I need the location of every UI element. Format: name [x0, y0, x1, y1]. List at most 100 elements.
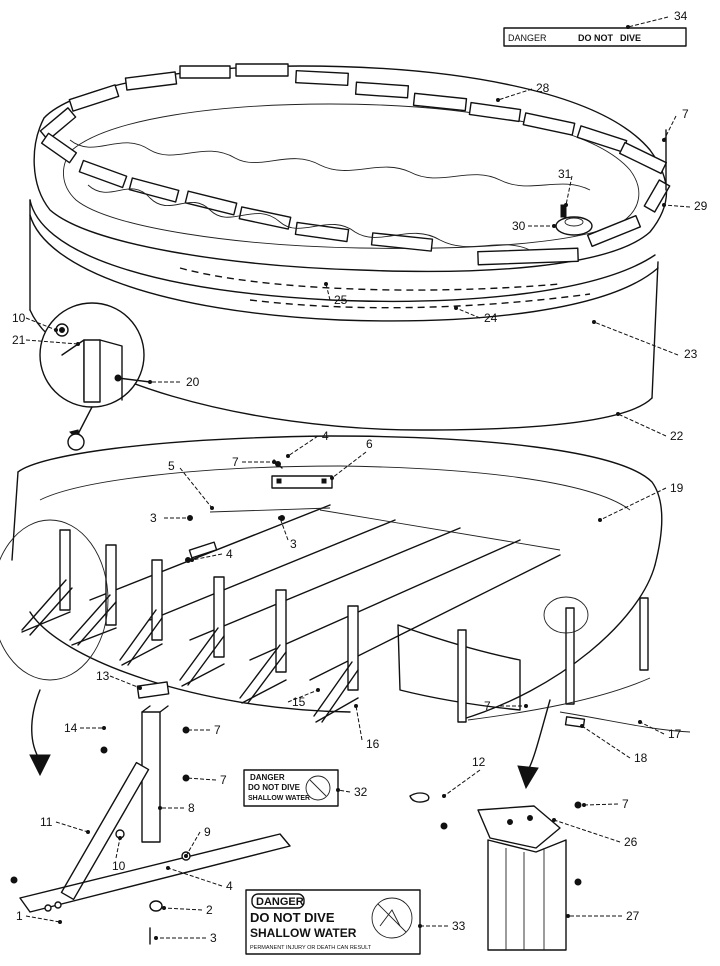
- leader-c13: [109, 675, 141, 689]
- wall-uprights: [397, 597, 691, 733]
- leader-c7f: [185, 777, 217, 781]
- callout-c32: 32: [354, 785, 368, 799]
- callout-c13: 13: [96, 669, 110, 683]
- leader-c10a: [25, 317, 57, 331]
- decal-large-line2: DO NOT DIVE: [250, 910, 335, 925]
- leader-tip-c20: [148, 380, 152, 384]
- decal-large-danger: DANGER: [256, 896, 304, 908]
- callout-c6: 6: [366, 437, 373, 451]
- callout-c30: 30: [512, 219, 526, 233]
- leader-tip-c30: [552, 224, 556, 228]
- leader-tip-c24: [454, 306, 458, 310]
- callout-c1: 1: [16, 909, 23, 923]
- leader-tip-c7a: [662, 138, 666, 142]
- support-exploded-view: [10, 705, 291, 945]
- leader-tip-c27: [566, 914, 570, 918]
- leader-tip-c17: [638, 720, 642, 724]
- callout-c33: 33: [452, 919, 466, 933]
- leader-tip-c19: [598, 518, 602, 522]
- leader-c9: [185, 831, 201, 857]
- callout-c14: 14: [64, 721, 78, 735]
- callout-c16: 16: [366, 737, 380, 751]
- post-detail: [409, 792, 582, 951]
- callout-c4c: 4: [226, 879, 233, 893]
- leader-c10b: [115, 837, 121, 859]
- leader-c4b: [191, 553, 223, 561]
- leader-tip-c2: [162, 906, 166, 910]
- leader-tip-c5: [210, 506, 214, 510]
- callout-c12: 12: [472, 755, 486, 769]
- leader-tip-c34: [626, 25, 630, 29]
- leader-c26: [553, 819, 621, 843]
- leader-c7a: [663, 115, 677, 141]
- leader-tip-c4b: [190, 558, 194, 562]
- callout-c17: 17: [668, 727, 682, 741]
- callout-c11: 11: [40, 815, 53, 829]
- leader-c2: [163, 907, 203, 911]
- leader-tip-c10b: [118, 836, 122, 840]
- callout-c20: 20: [186, 375, 200, 389]
- leader-tip-c7e: [582, 803, 586, 807]
- decal-strip-text-2: DO: [578, 33, 592, 43]
- leader-c15: [287, 689, 319, 703]
- decal-strip-text-3: NOT: [594, 33, 614, 43]
- leader-c4c: [167, 867, 223, 887]
- leader-c18: [581, 725, 631, 759]
- leader-tip-c15: [316, 688, 320, 692]
- leader-c3b: [279, 517, 289, 541]
- leader-tip-c16: [354, 704, 358, 708]
- leader-tip-c26: [552, 818, 556, 822]
- leader-c29: [663, 204, 691, 208]
- leader-tip-c18: [580, 724, 584, 728]
- callout-c8: 8: [188, 801, 195, 815]
- leader-tip-c28: [496, 98, 500, 102]
- callout-c22: 22: [670, 429, 684, 443]
- callout-c18: 18: [634, 751, 648, 765]
- decal-strip-text-4: DIVE: [620, 33, 641, 43]
- leader-c11: [55, 821, 89, 833]
- leader-c31: [565, 175, 573, 206]
- detail-arrows: [29, 689, 551, 790]
- leader-c19: [599, 487, 667, 521]
- leader-tip-c22: [616, 412, 620, 416]
- danger-decal-large: DANGER DO NOT DIVE SHALLOW WATER PERMANE…: [245, 889, 421, 955]
- callout-c7d: 7: [484, 699, 491, 713]
- leader-tip-c12: [442, 794, 446, 798]
- callout-c2: 2: [206, 903, 213, 917]
- callout-c7f: 7: [220, 773, 227, 787]
- leader-c1: [25, 915, 61, 923]
- leader-c28: [497, 88, 533, 101]
- callout-c5: 5: [168, 459, 175, 473]
- callout-c3c: 3: [210, 931, 217, 945]
- decal-small-danger: DANGER: [250, 773, 285, 782]
- top-rail-assembly: [29, 63, 671, 431]
- callout-c26: 26: [624, 835, 638, 849]
- callout-c21: 21: [12, 333, 26, 347]
- leader-tip-c7b: [272, 460, 276, 464]
- leader-c17: [639, 721, 665, 735]
- leader-tip-c10a: [54, 328, 58, 332]
- leader-tip-c14: [102, 726, 106, 730]
- pool-frame-assembly: [0, 435, 691, 733]
- leader-tip-c23: [592, 320, 596, 324]
- callout-c7b: 7: [232, 455, 239, 469]
- leader-tip-c25: [324, 282, 328, 286]
- leader-tip-c4c: [166, 866, 170, 870]
- detail-circle-upper: [39, 302, 151, 451]
- callout-c3b: 3: [290, 537, 297, 551]
- leader-c21: [25, 339, 79, 345]
- callout-c4a: 4: [322, 429, 329, 443]
- leader-tip-c7f: [184, 776, 188, 780]
- leader-c25: [325, 283, 331, 301]
- leader-c12: [443, 769, 481, 797]
- leader-tip-c7c: [184, 728, 188, 732]
- leader-c34: [627, 16, 669, 28]
- leader-c23: [593, 321, 679, 356]
- leader-tip-c32: [336, 788, 340, 792]
- callout-c10a: 10: [12, 311, 26, 325]
- callout-c9: 9: [204, 825, 211, 839]
- leader-c24: [455, 307, 481, 319]
- leader-tip-c21: [76, 342, 80, 346]
